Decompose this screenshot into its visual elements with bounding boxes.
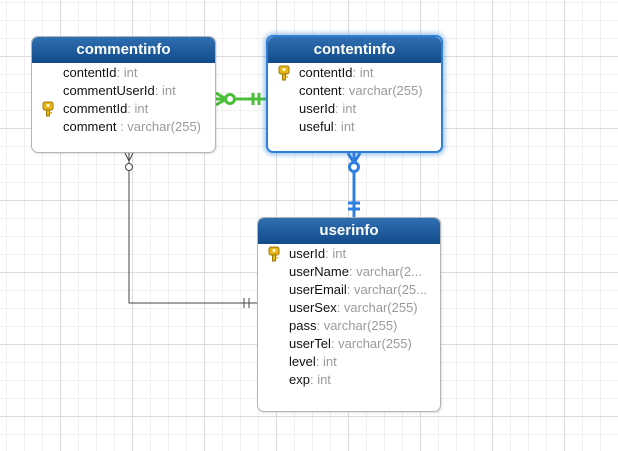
field-row-primary-key[interactable]: userId: int — [258, 245, 440, 263]
entity-title[interactable]: contentinfo — [268, 37, 441, 63]
field-list: contentId: int content: varchar(255) use… — [268, 63, 441, 136]
field-row[interactable]: contentId: int — [32, 64, 215, 82]
field-name: commentUserId — [63, 83, 155, 98]
field-name: contentId — [299, 65, 353, 80]
field-type: : int — [127, 101, 149, 116]
field-name: contentId — [63, 65, 117, 80]
field-row[interactable]: userTel: varchar(255) — [258, 335, 440, 353]
zero-marker — [348, 161, 360, 173]
field-row[interactable]: userSex: varchar(255) — [258, 299, 440, 317]
field-row[interactable]: userName: varchar(2... — [258, 263, 440, 281]
entity-commentinfo[interactable]: commentinfo contentId: int commentUserId… — [31, 36, 216, 153]
crows-foot-many-marker — [124, 152, 134, 163]
field-type: : varchar(255) — [316, 318, 398, 333]
field-name: userId — [299, 101, 336, 116]
field-type: : int — [352, 65, 374, 80]
primary-key-icon — [268, 246, 280, 262]
field-list: userId: int userName: varchar(2... userE… — [258, 244, 440, 389]
field-row-primary-key[interactable]: commentId: int — [32, 100, 215, 118]
field-name: useful — [299, 119, 334, 134]
field-type: : int — [325, 246, 347, 261]
field-type: : int — [309, 372, 331, 387]
entity-userinfo[interactable]: userinfo userId: int userName: varchar(2… — [257, 217, 441, 412]
field-type: : int — [335, 101, 357, 116]
field-type: : int — [116, 65, 138, 80]
field-type: : varchar(255) — [336, 300, 418, 315]
field-row[interactable]: comment : varchar(255) — [32, 118, 215, 136]
zero-marker — [125, 163, 133, 171]
field-type: : varchar(25... — [346, 282, 427, 297]
field-type: : varchar(2... — [348, 264, 422, 279]
field-row[interactable]: commentUserId: int — [32, 82, 215, 100]
primary-key-icon — [42, 101, 54, 117]
field-list: contentId: int commentUserId: int commen… — [32, 63, 215, 136]
field-row[interactable]: userId: int — [268, 100, 441, 118]
field-type: : int — [333, 119, 355, 134]
entity-title[interactable]: userinfo — [258, 218, 440, 244]
relationship-commentinfo-userinfo[interactable] — [124, 152, 257, 308]
field-row[interactable]: exp: int — [258, 371, 440, 389]
field-type: : varchar(255) — [330, 336, 412, 351]
relationship-commentinfo-contentinfo[interactable] — [215, 91, 266, 107]
field-row[interactable]: pass: varchar(255) — [258, 317, 440, 335]
entity-title[interactable]: commentinfo — [32, 37, 215, 63]
field-row-primary-key[interactable]: contentId: int — [268, 64, 441, 82]
field-name: comment — [63, 119, 117, 134]
field-row[interactable]: content: varchar(255) — [268, 82, 441, 100]
field-row[interactable]: useful: int — [268, 118, 441, 136]
field-type: : varchar(255) — [116, 119, 202, 134]
primary-key-icon — [278, 65, 290, 81]
field-name: userSex — [289, 300, 337, 315]
field-name: userTel — [289, 336, 331, 351]
entity-contentinfo[interactable]: contentinfo contentId: int content: varc… — [266, 35, 443, 153]
field-row[interactable]: userEmail: varchar(25... — [258, 281, 440, 299]
field-type: : int — [154, 83, 176, 98]
field-row[interactable]: level: int — [258, 353, 440, 371]
field-name: pass — [289, 318, 317, 333]
field-type: : varchar(255) — [341, 83, 423, 98]
relationship-contentinfo-userinfo[interactable] — [346, 152, 362, 217]
zero-marker — [224, 93, 236, 105]
field-name: userId — [289, 246, 326, 261]
field-name: commentId — [63, 101, 128, 116]
field-name: exp — [289, 372, 310, 387]
field-type: : int — [315, 354, 337, 369]
field-name: level — [289, 354, 316, 369]
field-name: content — [299, 83, 342, 98]
field-name: userName — [289, 264, 349, 279]
field-name: userEmail — [289, 282, 347, 297]
